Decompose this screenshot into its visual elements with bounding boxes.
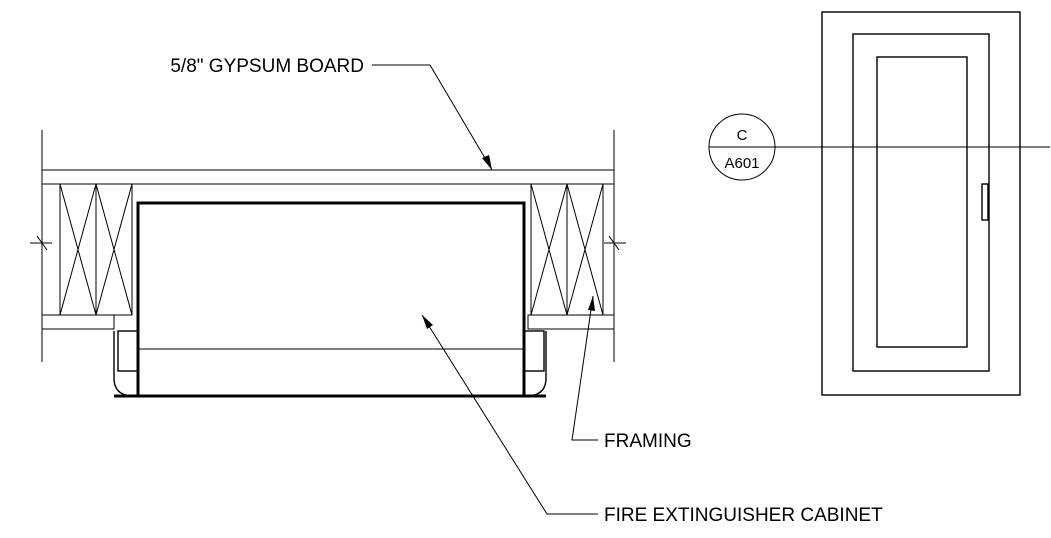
gypsum-leader	[372, 64, 493, 171]
cabinet-arrowhead	[422, 315, 433, 329]
break-symbol-left	[30, 235, 52, 251]
gypsum-board-top	[41, 169, 615, 185]
stud-right-2	[566, 183, 604, 316]
elevation-outer-frame	[821, 11, 1021, 396]
stud-left-2	[95, 183, 133, 316]
framing-arrowhead	[588, 296, 595, 311]
gypsum-board-bottom-right	[527, 314, 615, 330]
framing-leader	[571, 295, 598, 441]
wall-section	[30, 130, 626, 398]
cabinet-leader	[421, 314, 598, 515]
cabinet-callout: FIRE EXTINGUISHER CABINET	[421, 314, 883, 526]
gypsum-board-bottom-left	[41, 314, 115, 330]
cabinet-body	[136, 201, 526, 398]
section-marker-sheet: A601	[724, 155, 759, 172]
cabinet-trim-left	[113, 330, 140, 397]
section-marker-letter: C	[737, 127, 748, 144]
framing-callout: FRAMING	[571, 295, 692, 452]
cabinet-elevation	[821, 11, 1050, 396]
elevation-glass-panel	[876, 56, 968, 348]
gypsum-label: 5/8" GYPSUM BOARD	[170, 56, 364, 77]
break-symbol-right	[604, 235, 626, 251]
gypsum-arrowhead	[482, 155, 492, 170]
gypsum-callout: 5/8" GYPSUM BOARD	[170, 56, 493, 171]
framing-label: FRAMING	[604, 431, 692, 452]
stud-right-1	[530, 183, 568, 316]
cabinet-trim-right	[522, 330, 547, 397]
elevation-door-handle	[981, 183, 989, 221]
stud-left-1	[59, 183, 97, 316]
cabinet-label: FIRE EXTINGUISHER CABINET	[604, 505, 883, 526]
elevation-trim	[852, 33, 990, 372]
